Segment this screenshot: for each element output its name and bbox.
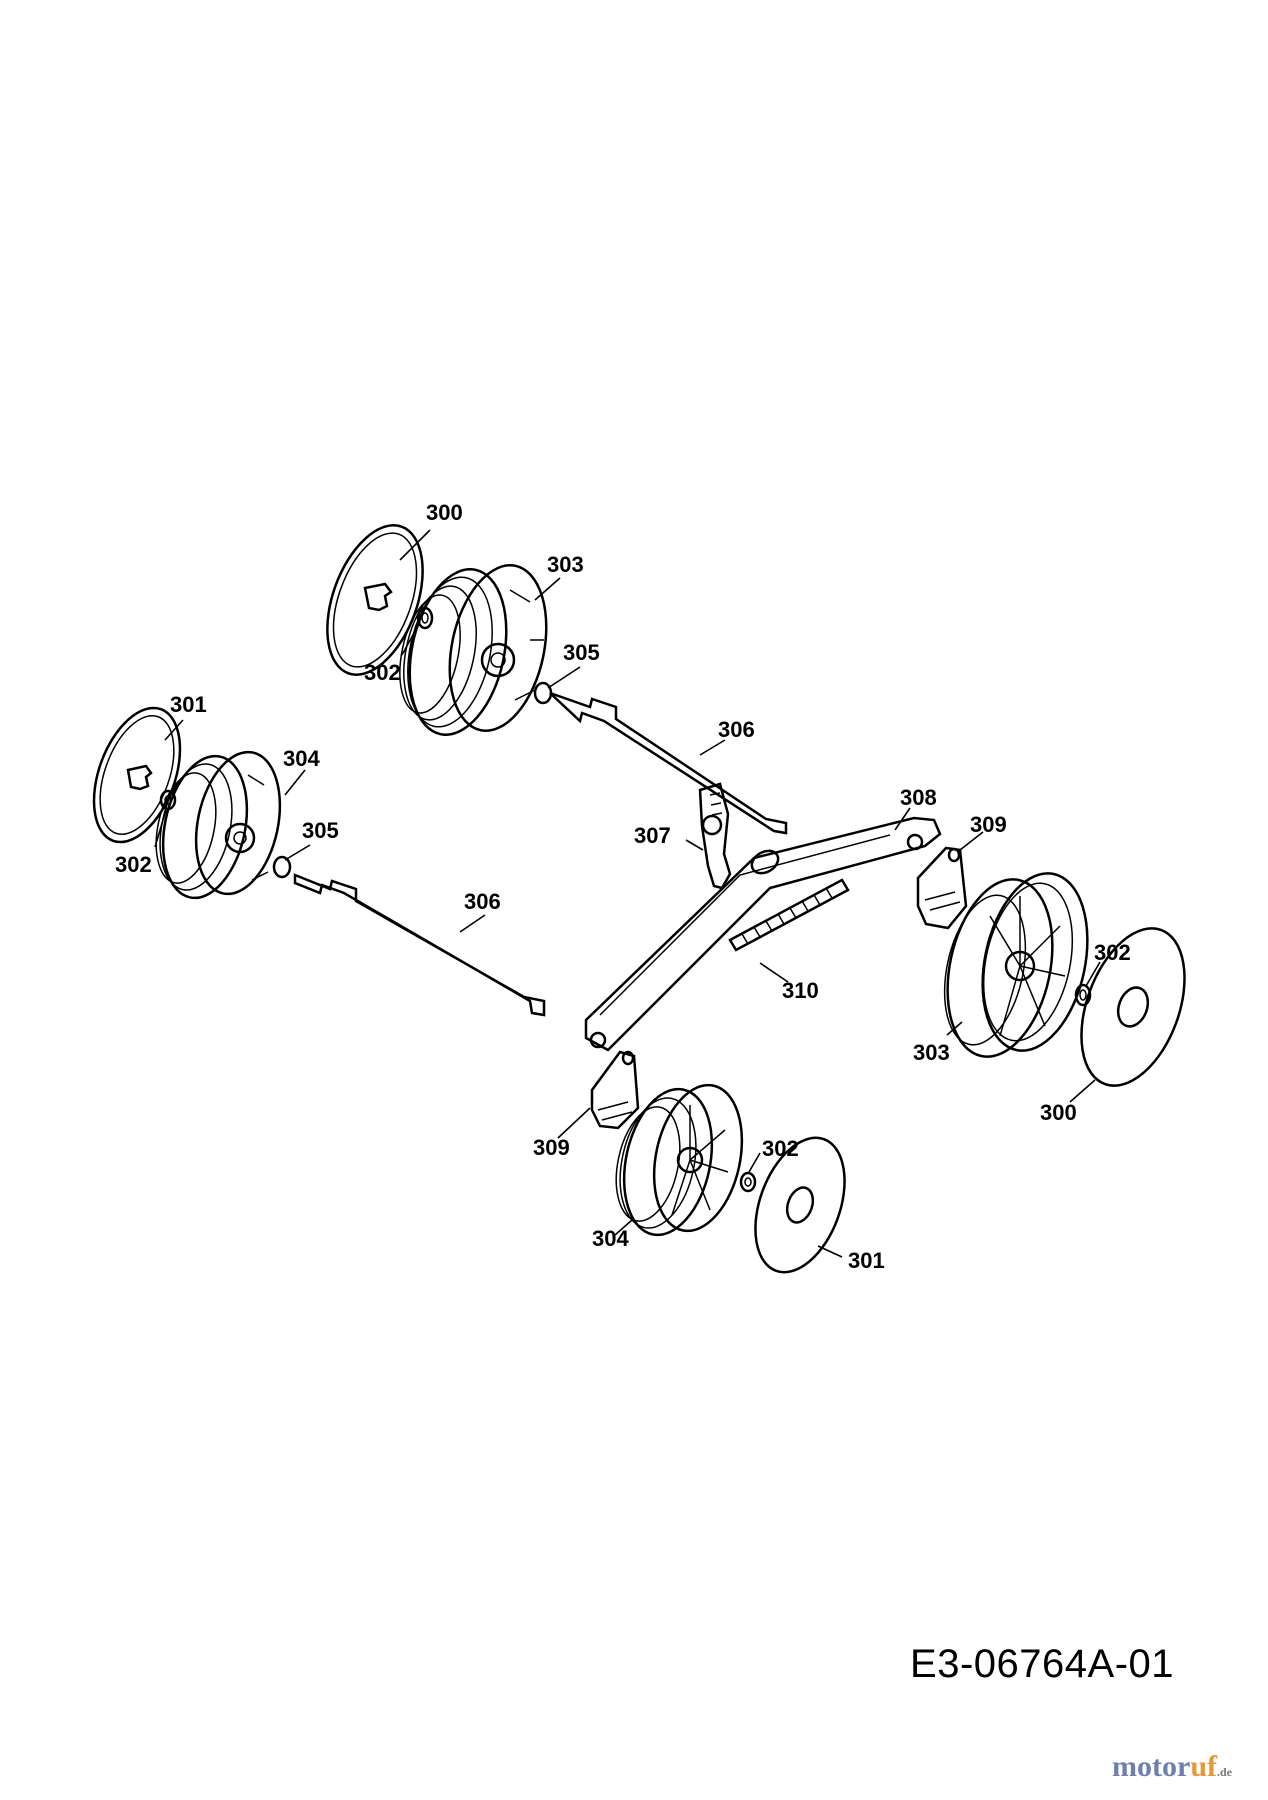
callout-309-lower: 309 (533, 1135, 570, 1160)
callout-306-upper: 306 (718, 717, 755, 742)
linkage-bar-308 (584, 816, 942, 1052)
wheel-304-lower (615, 1083, 744, 1237)
lever-307 (698, 782, 732, 890)
axle-306-upper (549, 691, 788, 835)
callout-301-left: 301 (170, 692, 207, 717)
callout-308: 308 (900, 785, 937, 810)
callout-302-upper: 302 (364, 660, 401, 685)
spring-310 (728, 878, 850, 952)
drawing-code: E3-06764A-01 (910, 1642, 1174, 1686)
hubcap-301-lower (754, 1136, 846, 1274)
callout-302-left: 302 (115, 852, 152, 877)
callout-309-right: 309 (970, 812, 1007, 837)
watermark-main: motor (1112, 1750, 1191, 1783)
callout-301-lower: 301 (848, 1248, 885, 1273)
callout-302-right: 302 (1094, 940, 1131, 965)
callout-304-lower: 304 (592, 1226, 629, 1251)
watermark-suffix: .de (1217, 1765, 1232, 1779)
hubcap-300-right (1080, 927, 1186, 1087)
watermark-accent: uf (1190, 1750, 1217, 1783)
bracket-309-lower (590, 1050, 640, 1130)
wheel-304-left (155, 750, 282, 900)
hubcap-301-left (92, 706, 182, 844)
callout-300-right: 300 (1040, 1100, 1077, 1125)
callout-304-left: 304 (283, 746, 320, 771)
callout-300-upper: 300 (426, 500, 463, 525)
wheel-303-upper (399, 564, 548, 736)
callout-305-left: 305 (302, 818, 339, 843)
washer-302-lower (739, 1171, 757, 1193)
callout-303-right: 303 (913, 1040, 950, 1065)
washer-302-right (1074, 983, 1092, 1007)
washer-305-left (272, 855, 292, 879)
axle-306-left (293, 873, 546, 1017)
wheel-303-right (943, 872, 1089, 1058)
callout-303-upper: 303 (547, 552, 584, 577)
watermark-logo: motoruf.de (1112, 1750, 1232, 1784)
callout-306-left: 306 (464, 889, 501, 914)
callout-302-lower: 302 (762, 1136, 799, 1161)
washer-305-upper (533, 681, 553, 705)
callout-310: 310 (782, 978, 819, 1003)
bracket-309-right (916, 846, 968, 930)
callout-labels: 300 303 302 305 306 301 304 302 305 306 … (115, 500, 1131, 1273)
callout-305-upper: 305 (563, 640, 600, 665)
callout-307: 307 (634, 823, 671, 848)
leader-lines (154, 529, 1101, 1258)
hubcap-300-upper (326, 524, 424, 676)
